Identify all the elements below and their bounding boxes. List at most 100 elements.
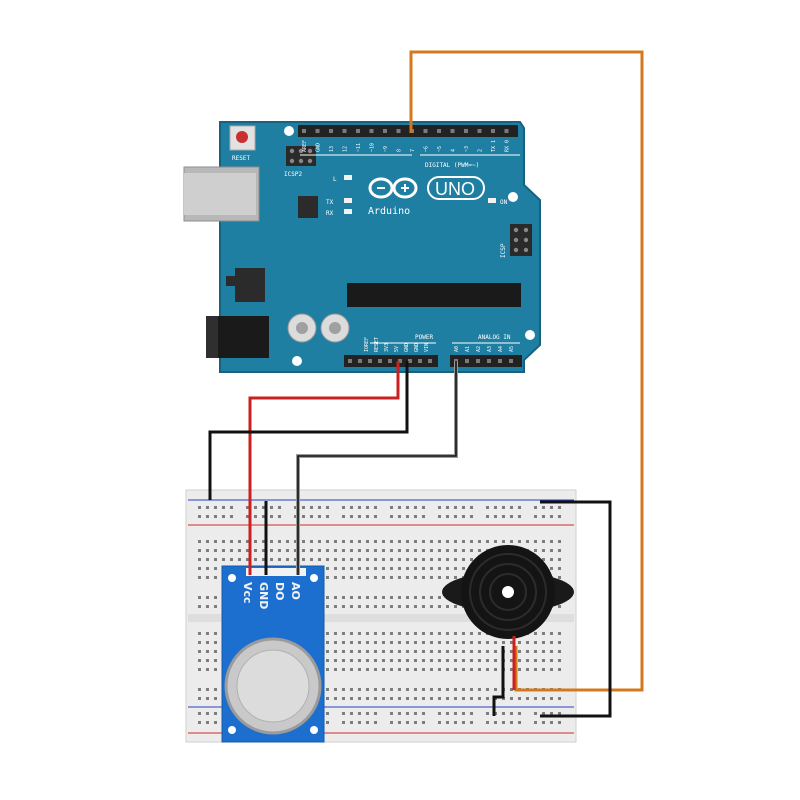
breadboard-hole [430, 659, 433, 662]
breadboard-hole [470, 650, 473, 653]
breadboard-hole [446, 576, 449, 579]
breadboard-hole [398, 549, 401, 552]
breadboard-hole [430, 632, 433, 635]
buzzer [442, 545, 574, 639]
breadboard-hole [454, 650, 457, 653]
breadboard-hole [558, 650, 561, 653]
breadboard-hole [430, 596, 433, 599]
digital-pin [504, 129, 509, 133]
breadboard-hole [454, 721, 457, 724]
sensor-mount-hole [310, 726, 318, 734]
icsp2-header [286, 146, 316, 166]
breadboard-hole [438, 659, 441, 662]
breadboard-hole [390, 721, 393, 724]
breadboard-hole [414, 506, 417, 509]
breadboard-hole [470, 697, 473, 700]
breadboard-hole [206, 688, 209, 691]
breadboard-hole [366, 721, 369, 724]
breadboard-hole [486, 721, 489, 724]
breadboard-hole [358, 540, 361, 543]
reset-label: RESET [232, 155, 250, 162]
breadboard-hole [350, 632, 353, 635]
sensor-pin-label: DO [273, 582, 286, 600]
analog-pin-label: A2 [476, 346, 482, 352]
breadboard-hole [262, 540, 265, 543]
breadboard-hole [358, 668, 361, 671]
breadboard-hole [302, 558, 305, 561]
breadboard-hole [558, 697, 561, 700]
breadboard-hole [502, 515, 505, 518]
breadboard-hole [398, 576, 401, 579]
usb-chip [298, 196, 318, 218]
breadboard-hole [206, 558, 209, 561]
breadboard-hole [238, 558, 241, 561]
breadboard-hole [454, 576, 457, 579]
breadboard-hole [422, 506, 425, 509]
breadboard-hole [430, 688, 433, 691]
digital-pin-label: 13 [329, 146, 335, 152]
breadboard-hole [534, 650, 537, 653]
breadboard-hole [494, 688, 497, 691]
sensor-header [246, 568, 306, 576]
breadboard-hole [454, 641, 457, 644]
breadboard-hole [326, 659, 329, 662]
breadboard-hole [198, 688, 201, 691]
breadboard-hole [310, 515, 313, 518]
breadboard-hole [366, 596, 369, 599]
breadboard-hole [326, 567, 329, 570]
breadboard-hole [198, 596, 201, 599]
breadboard-hole [374, 641, 377, 644]
breadboard-hole [214, 515, 217, 518]
breadboard-hole [214, 596, 217, 599]
breadboard-hole [326, 688, 329, 691]
breadboard-hole [446, 650, 449, 653]
breadboard-hole [518, 641, 521, 644]
breadboard-hole [558, 668, 561, 671]
breadboard-hole [486, 697, 489, 700]
digital-pin-label: 4 [451, 149, 457, 152]
breadboard-hole [470, 506, 473, 509]
breadboard-hole [414, 576, 417, 579]
breadboard-hole [374, 567, 377, 570]
breadboard-hole [350, 576, 353, 579]
breadboard-hole [558, 632, 561, 635]
wire-rail-link [540, 500, 612, 718]
breadboard-hole [534, 632, 537, 635]
breadboard-hole [214, 549, 217, 552]
breadboard-hole [438, 506, 441, 509]
breadboard-hole [462, 688, 465, 691]
breadboard-hole [422, 688, 425, 691]
breadboard-hole [294, 540, 297, 543]
breadboard-hole [222, 506, 225, 509]
breadboard-hole [550, 659, 553, 662]
breadboard-hole [438, 688, 441, 691]
digital-pin [477, 129, 482, 133]
breadboard-hole [510, 659, 513, 662]
breadboard-hole [438, 549, 441, 552]
breadboard-hole [390, 641, 393, 644]
breadboard-hole [206, 697, 209, 700]
breadboard-hole [510, 697, 513, 700]
breadboard-hole [358, 576, 361, 579]
breadboard-hole [198, 576, 201, 579]
breadboard-hole [502, 540, 505, 543]
breadboard-hole [366, 668, 369, 671]
breadboard-hole [206, 506, 209, 509]
breadboard-hole [214, 659, 217, 662]
breadboard-hole [438, 712, 441, 715]
breadboard-hole [318, 549, 321, 552]
digital-pin [437, 129, 441, 133]
breadboard-hole [446, 549, 449, 552]
analog-pin-label: A0 [454, 346, 460, 352]
breadboard-hole [326, 641, 329, 644]
breadboard-hole [542, 540, 545, 543]
breadboard-hole [230, 515, 233, 518]
breadboard-hole [198, 721, 201, 724]
power-pin [378, 359, 382, 363]
breadboard-hole [558, 549, 561, 552]
breadboard-hole [294, 515, 297, 518]
mounting-hole [508, 192, 518, 202]
breadboard-hole [334, 632, 337, 635]
breadboard-hole [366, 697, 369, 700]
breadboard-hole [214, 632, 217, 635]
